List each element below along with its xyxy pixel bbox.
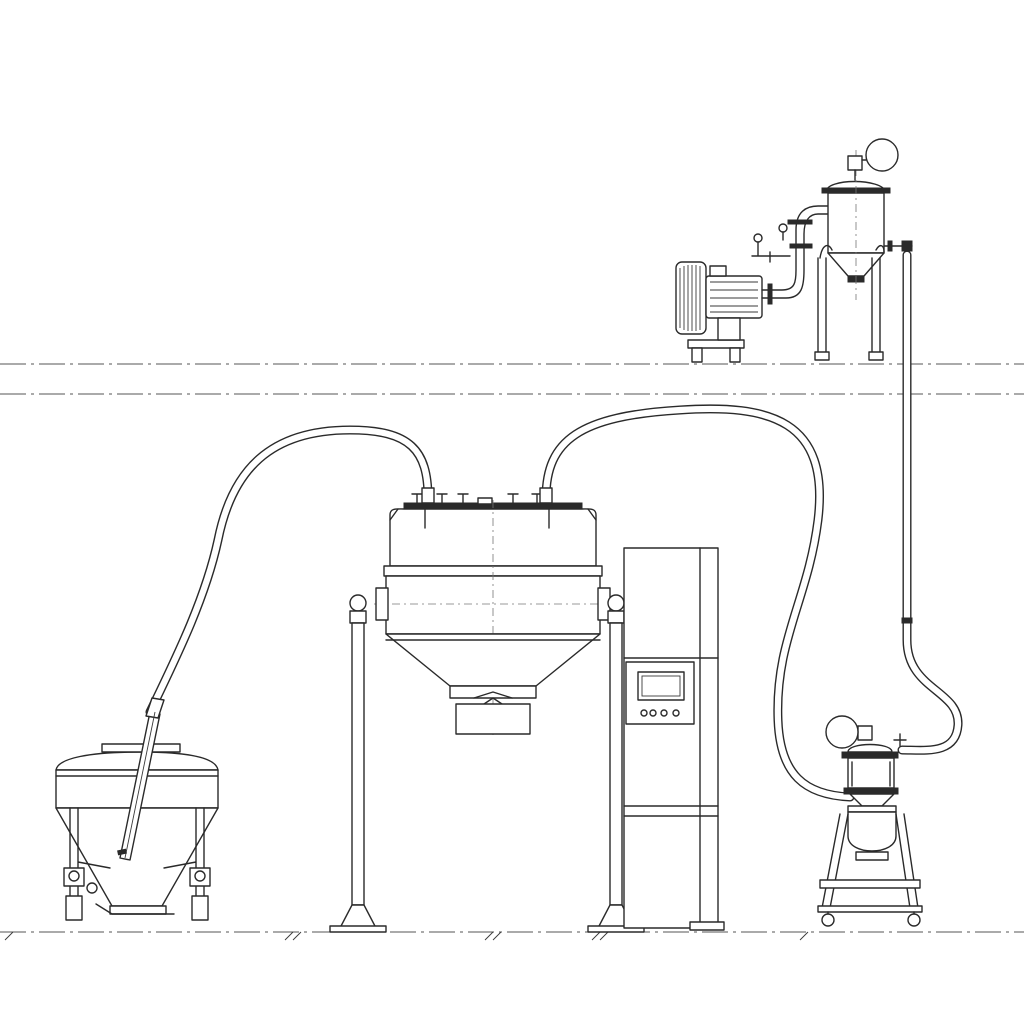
control-button-4: [672, 709, 680, 717]
cart-pressure-gauge: [825, 715, 859, 749]
container-outlet: [109, 905, 167, 915]
motor-fins: [710, 281, 758, 313]
inlet-port-right: [539, 487, 553, 504]
vacuum-line: [897, 250, 963, 755]
control-button-1: [640, 709, 648, 717]
cart-wheel-right: [907, 913, 921, 927]
cabinet-body: [623, 547, 719, 929]
blower-foot-right: [729, 347, 741, 363]
blower-suction-pipe: [761, 205, 831, 291]
column-right-foot: [587, 925, 645, 933]
column-left: [351, 622, 365, 906]
trunnion-left: [375, 587, 389, 621]
control-button-3: [660, 709, 668, 717]
cart-vacuum-port: [893, 733, 907, 747]
cabinet-foot: [689, 921, 725, 931]
cart-receiver-lid: [847, 743, 893, 753]
cart-lid-clamp: [841, 751, 899, 759]
container-legs: [63, 807, 211, 921]
mixing-hopper: [329, 487, 645, 933]
cart-top-valve: [857, 725, 873, 741]
mobile-receiver: [817, 715, 923, 927]
receiver-top-valve: [847, 155, 863, 171]
cart-receiver-neck: [849, 793, 895, 807]
control-button-2: [649, 709, 657, 717]
inlet-port-left: [421, 487, 435, 504]
blower-foot-left: [691, 347, 703, 363]
cart-frame: [817, 813, 923, 927]
feed-container: [55, 697, 219, 921]
hopper-cone: [385, 633, 601, 687]
cart-wheel-left: [821, 913, 835, 927]
pipe-flange-1: [767, 283, 773, 305]
bearing-right: [607, 594, 625, 612]
hopper-lid-fittings: [411, 487, 553, 505]
receiver-leg-left: [817, 244, 833, 353]
vacuum-line-coupling: [901, 617, 913, 624]
vacuum-blower: [675, 205, 831, 363]
blower-fins: [679, 265, 701, 331]
hmi-screen: [637, 671, 685, 701]
pipe-flange-3: [787, 219, 813, 225]
hopper-stand: [329, 594, 645, 933]
suction-lance: [117, 697, 165, 861]
control-cabinet: [623, 547, 725, 931]
cart-body-flange: [843, 787, 899, 795]
receiver-leg-right: [871, 245, 885, 353]
motor-terminal-box: [709, 265, 727, 277]
discharge-spout: [455, 703, 531, 735]
container-lid-rim: [101, 743, 181, 753]
cart-receiver-body: [847, 757, 895, 789]
column-right: [609, 622, 623, 906]
outlet-valve-lever: [95, 903, 175, 915]
bearing-left: [349, 594, 367, 612]
filter-receiver: [814, 138, 913, 361]
vacuum-gauge: [753, 233, 763, 243]
column-left-foot: [329, 925, 387, 933]
receiver-foot-left: [814, 351, 830, 361]
pipe-flange-2: [789, 243, 813, 249]
pressure-gauge-top: [865, 138, 899, 172]
ground-hatching: [4, 931, 809, 941]
feed-hose-left: [145, 425, 433, 717]
cart-shelf: [819, 879, 921, 889]
cart-collection-bowl: [847, 811, 897, 852]
discharge-valve-handle: [473, 691, 513, 705]
blower-base: [687, 339, 745, 349]
motor-mount: [717, 317, 741, 341]
level-lines: [0, 363, 1024, 941]
feed-hose-right: [541, 404, 855, 802]
cart-bowl-outlet: [855, 851, 889, 861]
receiver-foot-right: [868, 351, 884, 361]
blower-impeller-housing: [675, 261, 707, 335]
container-lid: [55, 751, 219, 771]
relief-valve: [778, 223, 788, 233]
